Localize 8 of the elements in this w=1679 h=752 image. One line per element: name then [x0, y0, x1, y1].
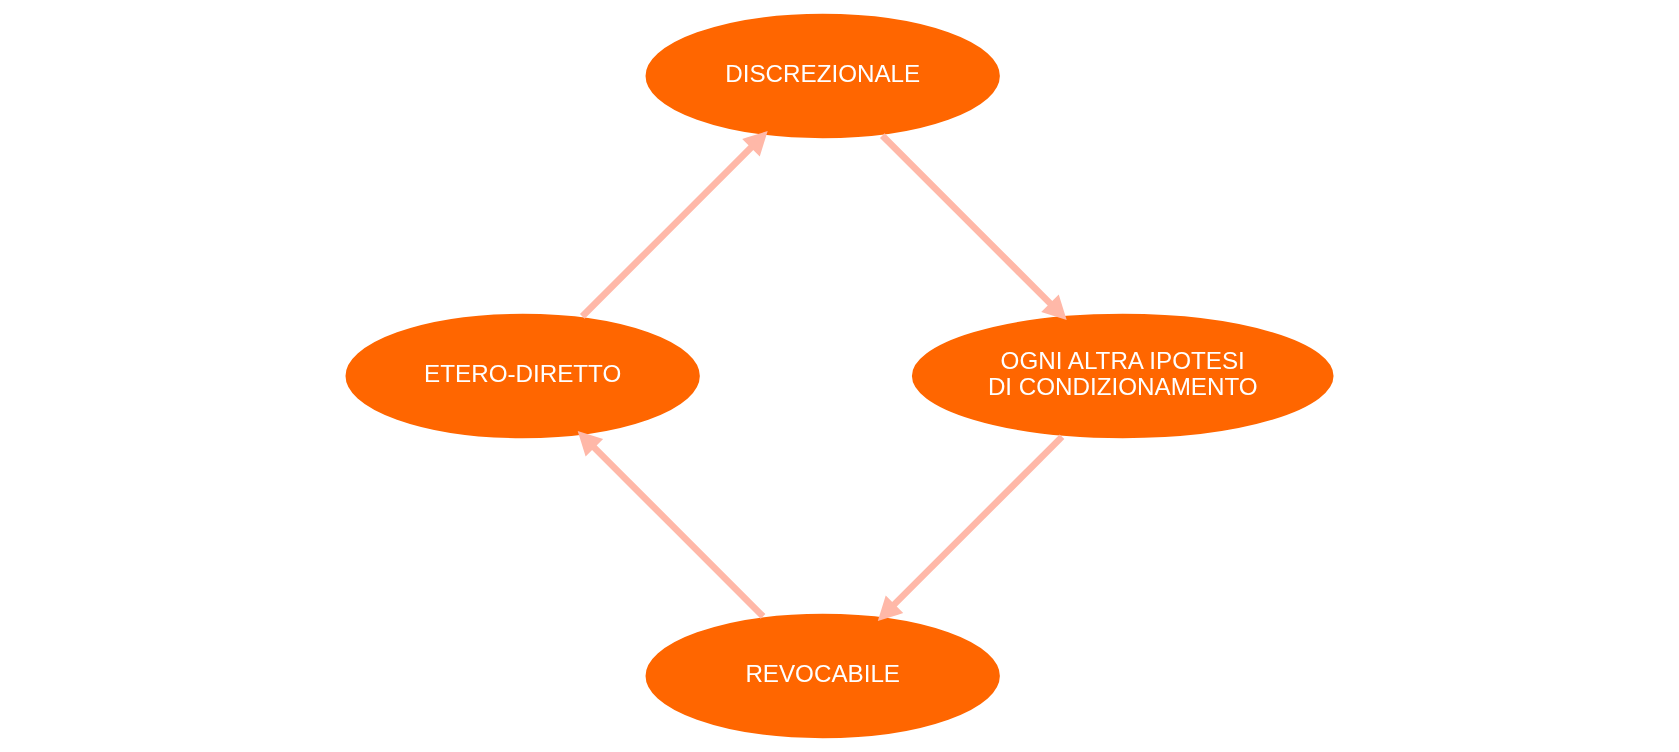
arrow: [577, 431, 766, 619]
arrow: [579, 131, 768, 319]
node-ellipse: ETERO-DIRETTO: [343, 311, 703, 441]
arrow: [877, 434, 1065, 621]
node-ellipse: OGNI ALTRA IPOTESI DI CONDIZIONAMENTO: [909, 311, 1336, 441]
node-ellipse: DISCREZIONALE: [643, 11, 1003, 141]
node-ellipse: REVOCABILE: [643, 611, 1003, 741]
arrow: [880, 133, 1067, 320]
